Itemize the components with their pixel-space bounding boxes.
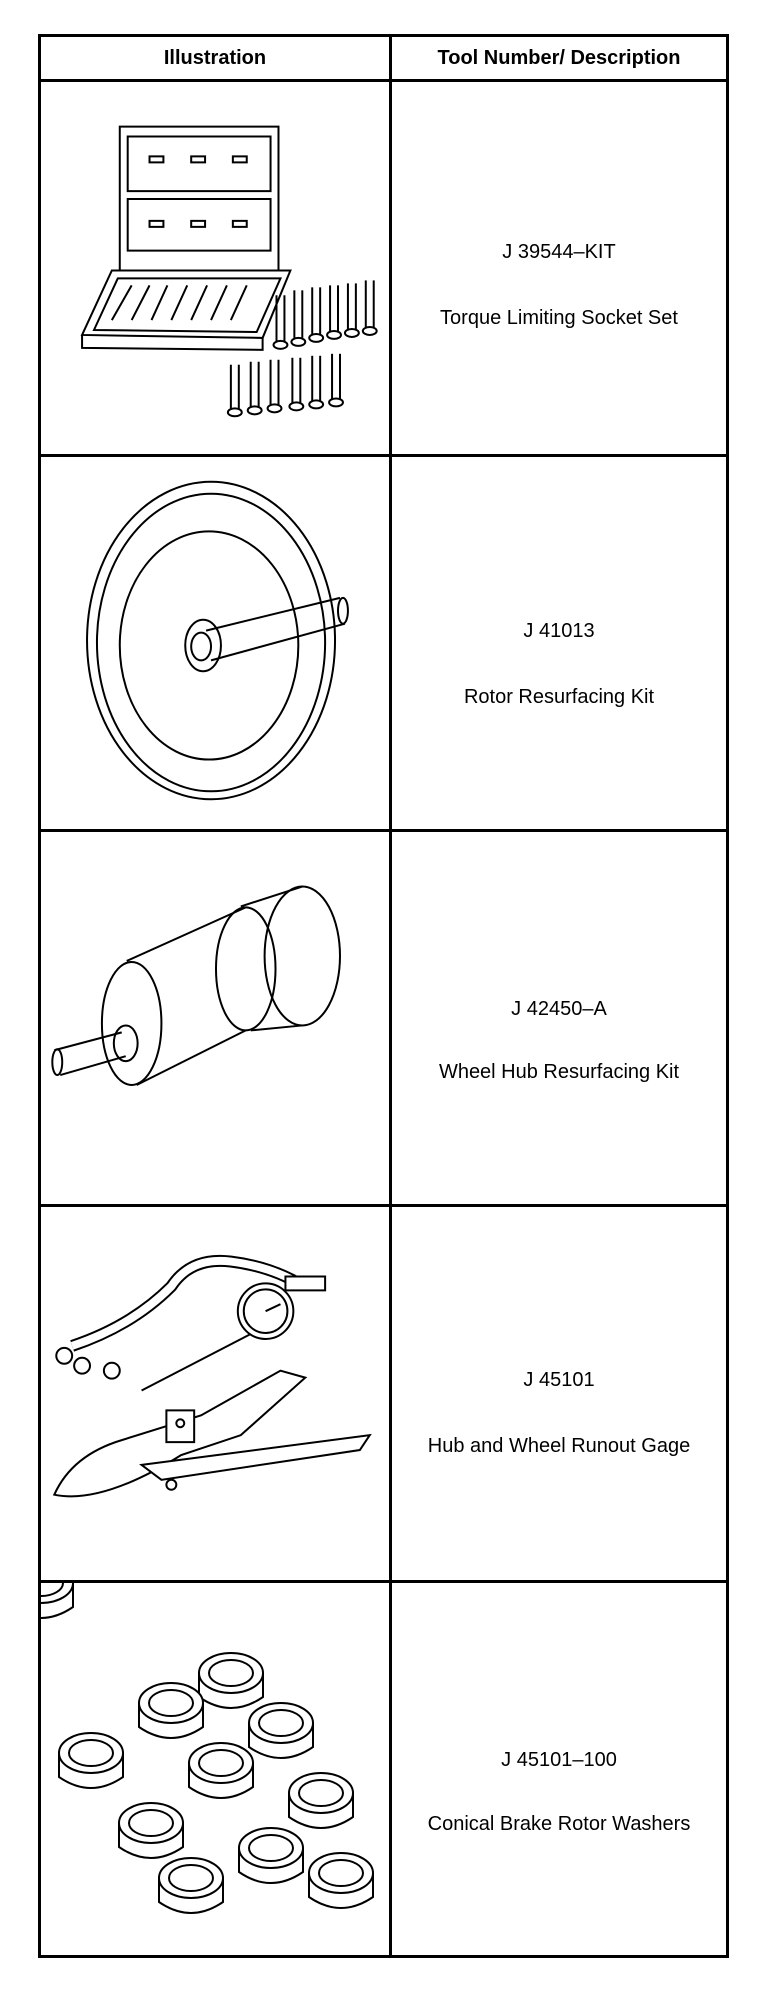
tool-number: J 45101	[523, 1369, 595, 1391]
illustration-cell	[41, 832, 389, 1204]
hub-cylinder-icon	[41, 832, 389, 1204]
illustration-cell	[41, 82, 389, 454]
table-header: Illustration Tool Number/ Description	[41, 37, 726, 82]
tool-number: J 45101–100	[501, 1749, 617, 1771]
tool-number: J 39544–KIT	[502, 241, 616, 263]
description-cell: J 45101–100 Conical Brake Rotor Washers	[392, 1583, 726, 1955]
tool-number: J 41013	[523, 620, 595, 642]
illustration-cell	[41, 1583, 389, 1955]
description-cell: J 39544–KIT Torque Limiting Socket Set	[392, 82, 726, 454]
description-cell: J 41013 Rotor Resurfacing Kit	[392, 457, 726, 829]
column-divider	[389, 37, 392, 1955]
table-row: J 39544–KIT Torque Limiting Socket Set	[41, 82, 726, 457]
tool-description: Torque Limiting Socket Set	[440, 307, 678, 329]
table-row: J 42450–A Wheel Hub Resurfacing Kit	[41, 832, 726, 1207]
rotor-washers-icon	[41, 1583, 374, 1914]
description-cell: J 45101 Hub and Wheel Runout Gage	[392, 1207, 726, 1580]
runout-gage-icon	[41, 1207, 389, 1580]
table-row: J 45101–100 Conical Brake Rotor Washers	[41, 1583, 726, 1955]
header-illustration: Illustration	[163, 47, 267, 69]
description-cell: J 42450–A Wheel Hub Resurfacing Kit	[392, 832, 726, 1204]
tool-number: J 42450–A	[511, 998, 607, 1020]
tool-description: Conical Brake Rotor Washers	[427, 1813, 691, 1835]
rotor-plate-icon	[41, 457, 389, 829]
socket-set-case-icon	[41, 82, 389, 454]
header-tool-number-description: Tool Number/ Description	[437, 47, 681, 69]
tool-description: Hub and Wheel Runout Gage	[427, 1435, 691, 1457]
illustration-cell	[41, 457, 389, 829]
table-row: J 45101 Hub and Wheel Runout Gage	[41, 1207, 726, 1583]
table-row: J 41013 Rotor Resurfacing Kit	[41, 457, 726, 832]
tool-table: Illustration Tool Number/ Description	[38, 34, 729, 1958]
tool-description: Wheel Hub Resurfacing Kit	[438, 1061, 680, 1083]
tool-description: Rotor Resurfacing Kit	[463, 686, 655, 708]
illustration-cell	[41, 1207, 389, 1580]
